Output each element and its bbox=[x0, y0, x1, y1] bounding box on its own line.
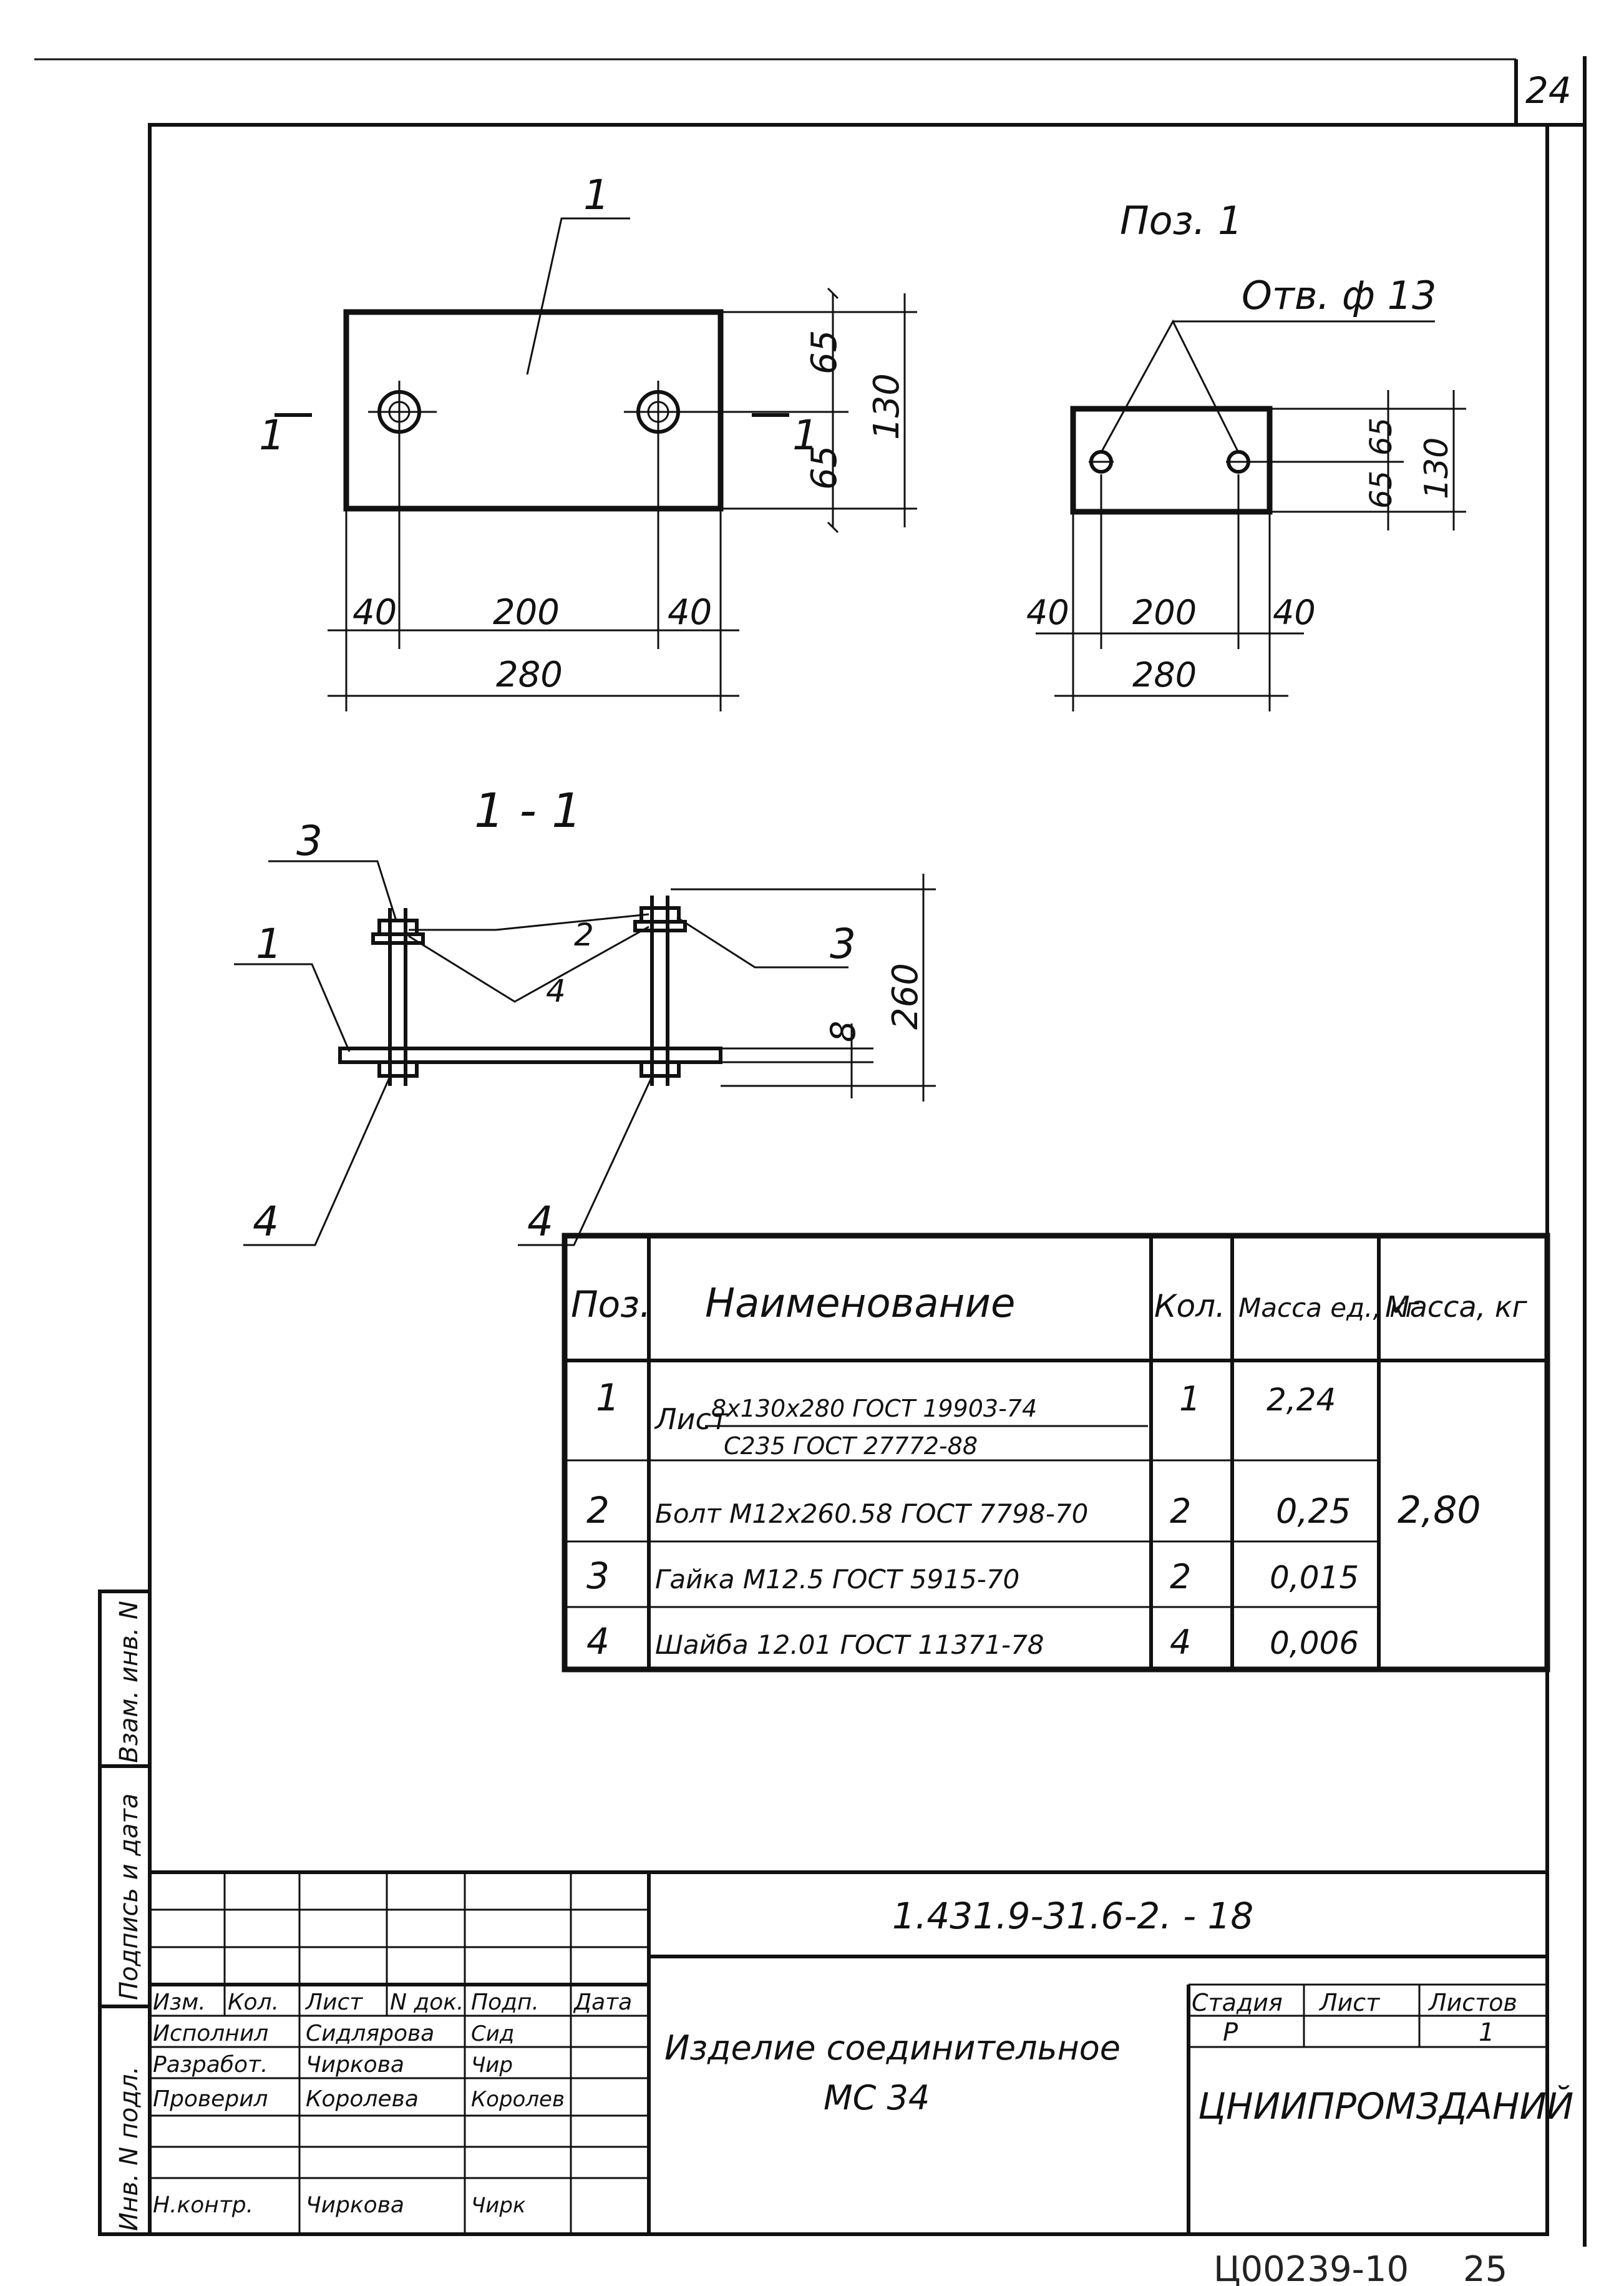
spec-row-3-qty: 2 bbox=[1170, 1557, 1191, 1596]
spec-header-qty: Кол. bbox=[1154, 1288, 1225, 1324]
side-stamp-signature-date: Подпись и дата bbox=[115, 1794, 143, 2000]
spec-row-1-name-a: Лист bbox=[654, 1402, 729, 1436]
detail-dim-40-right: 40 bbox=[1273, 593, 1316, 632]
title-designation: 1.431.9-31.6-2. - 18 bbox=[892, 1895, 1253, 1937]
detail-dim-65-bottom: 65 bbox=[1364, 471, 1399, 509]
spec-row-2-qty: 2 bbox=[1170, 1492, 1191, 1531]
detail-dim-40-left: 40 bbox=[1026, 593, 1069, 632]
title-header-sign: Подп. bbox=[471, 1990, 539, 2015]
section-callout-4-top: 4 bbox=[546, 973, 566, 1009]
section-callout-2: 2 bbox=[574, 917, 594, 953]
title-product-line-1: Изделие соединительное bbox=[664, 2028, 1121, 2068]
title-name-4: Чиркова bbox=[306, 2192, 404, 2218]
section-callout-4-left: 4 bbox=[253, 1198, 279, 1246]
plan-dim-130: 130 bbox=[867, 373, 907, 440]
title-header-change: Изм. bbox=[153, 1990, 206, 2015]
plan-dim-65-top: 65 bbox=[804, 330, 845, 374]
spec-row-1-pos: 1 bbox=[596, 1376, 620, 1420]
spec-row-3-unit-mass: 0,015 bbox=[1270, 1560, 1359, 1596]
spec-header-name: Наименование bbox=[705, 1281, 1015, 1327]
spec-row-1-qty: 1 bbox=[1179, 1379, 1200, 1419]
spec-row-2-name: Болт М12х260.58 ГОСТ 7798-70 bbox=[655, 1498, 1088, 1529]
scan-number: Ц00239-10 bbox=[1213, 2249, 1409, 2286]
title-stage-label: Стадия bbox=[1192, 1989, 1283, 2016]
plan-section-right: 1 bbox=[792, 411, 819, 459]
spec-header-pos: Поз. bbox=[571, 1283, 651, 1326]
spec-row-3-pos: 3 bbox=[586, 1555, 610, 1597]
detail-dim-130: 130 bbox=[1418, 437, 1456, 499]
spec-row-2-pos: 2 bbox=[586, 1489, 610, 1531]
spec-row-4-qty: 4 bbox=[1170, 1623, 1191, 1662]
section-callout-3-left: 3 bbox=[296, 817, 323, 865]
section-dim-8: 8 bbox=[824, 1021, 863, 1042]
section-callout-3-right: 3 bbox=[830, 920, 856, 968]
detail-hole-note: Отв. ф 13 bbox=[1242, 273, 1436, 318]
section-title: 1 - 1 bbox=[474, 783, 581, 838]
spec-total-mass: 2,80 bbox=[1398, 1488, 1481, 1532]
title-name-3: Королева bbox=[306, 2086, 419, 2112]
title-header-date: Дата bbox=[573, 1990, 632, 2015]
spec-row-1-name-b: 8x130x280 ГОСТ 19903-74 bbox=[711, 1395, 1037, 1422]
spec-row-4-name: Шайба 12.01 ГОСТ 11371-78 bbox=[655, 1629, 1044, 1660]
detail-dim-65-top: 65 bbox=[1364, 418, 1399, 456]
title-sign-4: Чирк bbox=[471, 2193, 526, 2218]
section-callout-1: 1 bbox=[256, 920, 282, 968]
plan-dim-40-right: 40 bbox=[668, 592, 712, 633]
side-stamp bbox=[98, 1590, 152, 2236]
spec-header-mass: Масса, кг bbox=[1385, 1290, 1528, 1324]
scan-page: 25 bbox=[1463, 2249, 1507, 2286]
spec-header-unit-mass: Масса ед., кг bbox=[1238, 1292, 1420, 1323]
plan-section-left: 1 bbox=[259, 411, 285, 459]
detail-view bbox=[1036, 319, 1466, 711]
title-product-line-2: МС 34 bbox=[824, 2078, 930, 2117]
section-dim-260: 260 bbox=[885, 963, 926, 1030]
title-sign-3: Королев bbox=[471, 2087, 565, 2112]
title-sheets-value: 1 bbox=[1479, 2018, 1494, 2047]
title-name-2: Чиркова bbox=[306, 2052, 404, 2078]
side-stamp-inv-no: Инв. N подл. bbox=[115, 2066, 143, 2231]
spec-row-1-unit-mass: 2,24 bbox=[1267, 1382, 1336, 1418]
spec-row-4-pos: 4 bbox=[586, 1620, 610, 1663]
title-sheet-label: Лист bbox=[1318, 1989, 1381, 2016]
detail-dim-280: 280 bbox=[1132, 655, 1197, 695]
title-header-sheet: Лист bbox=[304, 1990, 363, 2015]
detail-title: Поз. 1 bbox=[1120, 198, 1242, 243]
title-sign-2: Чир bbox=[471, 2053, 513, 2078]
section-callout-4-right: 4 bbox=[527, 1198, 553, 1246]
side-stamp-replace-inv: Взам. инв. N bbox=[115, 1601, 143, 1763]
title-role-2: Разработ. bbox=[153, 2052, 268, 2078]
title-block bbox=[150, 1870, 1547, 2234]
spec-row-3-name: Гайка М12.5 ГОСТ 5915-70 bbox=[655, 1564, 1019, 1595]
plan-marker: 1 bbox=[583, 171, 610, 219]
title-sheets-label: Листов bbox=[1427, 1989, 1517, 2016]
sheet-number: 24 bbox=[1525, 69, 1572, 112]
title-role-3: Проверил bbox=[153, 2086, 268, 2112]
title-header-doc: N док. bbox=[390, 1990, 464, 2015]
title-organization: ЦНИИПРОМЗДАНИЙ bbox=[1198, 2084, 1573, 2127]
sheet-frame bbox=[34, 56, 1587, 2247]
title-sign-1: Сид bbox=[471, 2021, 514, 2046]
spec-row-4-unit-mass: 0,006 bbox=[1270, 1625, 1359, 1661]
spec-table bbox=[562, 1233, 1550, 1673]
plan-view bbox=[275, 217, 917, 711]
plan-dim-200: 200 bbox=[493, 592, 560, 633]
title-header-qty: Кол. bbox=[228, 1990, 279, 2015]
plan-dim-280: 280 bbox=[496, 655, 563, 695]
title-role-1: Исполнил bbox=[153, 2021, 268, 2046]
title-name-1: Сидлярова bbox=[306, 2021, 434, 2046]
spec-row-1-name-c: С235 ГОСТ 27772-88 bbox=[724, 1432, 978, 1460]
title-role-4: Н.контр. bbox=[153, 2192, 253, 2218]
detail-dim-200: 200 bbox=[1132, 593, 1197, 632]
plan-dim-65-bottom: 65 bbox=[804, 446, 845, 490]
title-stage-value: Р bbox=[1223, 2018, 1238, 2047]
plan-dim-40-left: 40 bbox=[353, 592, 397, 633]
section-view bbox=[234, 860, 936, 1246]
spec-row-2-unit-mass: 0,25 bbox=[1276, 1492, 1351, 1531]
